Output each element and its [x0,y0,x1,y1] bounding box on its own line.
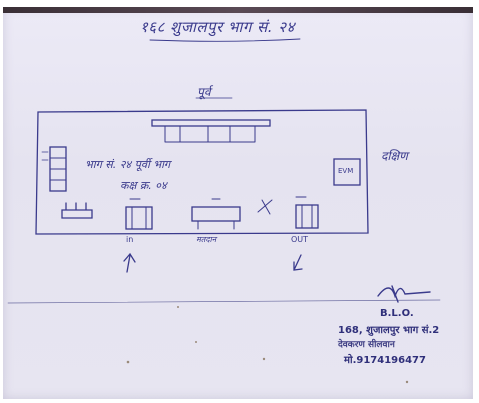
exit-arrow [293,254,303,271]
direction-east-label: पूर्व [197,85,211,99]
stamp-line3: मो.9174196477 [344,355,426,366]
room-outline [35,109,369,235]
direction-south-label: दक्षिण [381,149,408,163]
pencil-line [7,299,441,304]
stamp-line2: देवकरण सीलवान [338,340,395,350]
signature [377,285,431,303]
entry-label: in [126,235,134,244]
stamp-line1: 168, शुजालपुर भाग सं.2 [338,325,440,336]
board-stands [164,125,256,143]
room-note-line1: भाग सं. २४ पूर्वी भाग [85,158,171,171]
chair-mark [257,199,273,215]
page-header: १६८ शुजालपुर भाग सं. २४ [140,18,295,36]
booth-label: मतदान [196,235,217,244]
bench-left [61,202,93,219]
entry-arrow [123,252,136,273]
exit-label: OUT [291,235,309,244]
paper-sheet [3,7,473,399]
room-note-line2: कक्ष क्र. ०४ [120,179,167,192]
evm-label: EVM [338,167,354,175]
header-underline [149,38,301,42]
stamp-title: B.L.O. [380,308,414,319]
blackboard-top [151,119,271,127]
top-edge [3,7,473,13]
booth-table [191,206,241,222]
entry-door [125,206,153,230]
exit-door [295,204,319,229]
evm-box [333,158,361,186]
